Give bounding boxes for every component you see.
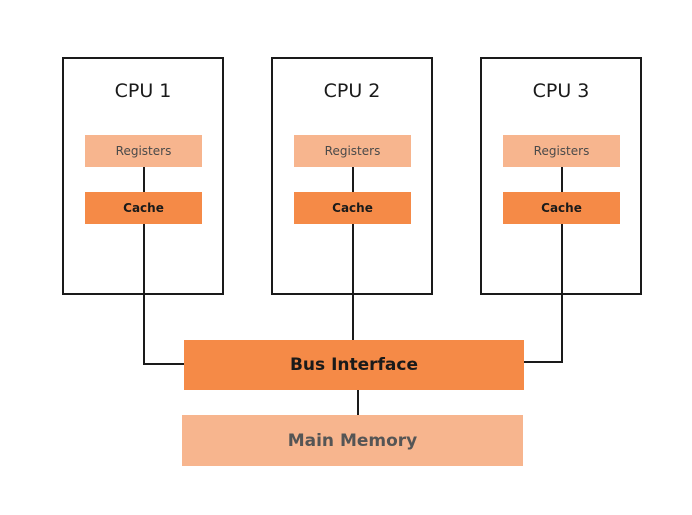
cpu-1-title: CPU 1 [114, 80, 172, 102]
cpu-1-registers: Registers [85, 135, 202, 167]
cpu-2-cache: Cache [294, 192, 411, 224]
cpu-3-cache: Cache [503, 192, 620, 224]
cpu-1-bus-link [143, 224, 184, 365]
bus-interface: Bus Interface [184, 340, 524, 390]
main-memory: Main Memory [182, 415, 523, 466]
cpu-1-box [62, 57, 224, 295]
cpu-3-bus-link [524, 224, 563, 363]
cpu-1-cache: Cache [85, 192, 202, 224]
cpu-2-registers: Registers [294, 135, 411, 167]
cpu-2-title: CPU 2 [323, 80, 381, 102]
cpu-3-registers: Registers [503, 135, 620, 167]
cpu-2-box [271, 57, 433, 295]
cpu-3-title: CPU 3 [532, 80, 590, 102]
cpu-3-box [480, 57, 642, 295]
